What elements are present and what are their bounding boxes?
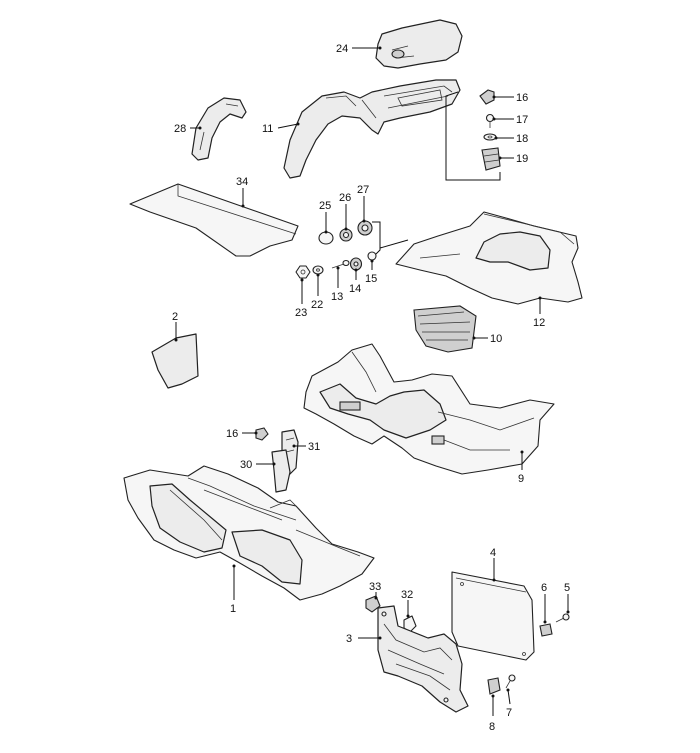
callout-19: 19 — [516, 153, 528, 165]
part-13-screw — [331, 259, 350, 269]
group-bracket-27-15 — [372, 221, 381, 255]
callout-18: 18 — [516, 133, 528, 145]
callout-10: 10 — [490, 333, 502, 345]
callout-27: 27 — [357, 184, 369, 196]
callout-8: 8 — [489, 721, 495, 733]
callout-34: 34 — [236, 176, 248, 188]
part-16-clip-top — [479, 89, 495, 105]
part-5-screw — [555, 613, 570, 623]
part-16-clip-lower — [255, 427, 269, 441]
callout-26: 26 — [339, 192, 351, 204]
callout-15: 15 — [365, 273, 377, 285]
part-25-cap — [318, 231, 334, 245]
callout-14: 14 — [349, 283, 361, 295]
callout-7: 7 — [506, 707, 512, 719]
leader-15-to-12 — [379, 239, 409, 249]
callout-32: 32 — [401, 589, 413, 601]
callout-30: 30 — [240, 459, 252, 471]
part-26-grommet — [339, 228, 353, 242]
part-7-screw — [505, 674, 516, 689]
part-22-washer — [312, 265, 324, 275]
callout-4: 4 — [490, 547, 496, 559]
callout-1: 1 — [230, 603, 236, 615]
callout-33: 33 — [369, 581, 381, 593]
callout-28: 28 — [174, 123, 186, 135]
part-8-clamp — [487, 677, 501, 695]
callout-22: 22 — [311, 299, 323, 311]
callout-16-top: 16 — [516, 92, 528, 104]
callout-13: 13 — [331, 291, 343, 303]
callout-17: 17 — [516, 114, 528, 126]
callout-24: 24 — [336, 43, 348, 55]
part-24-trim-panel — [375, 19, 463, 69]
part-3-mounting-bracket — [377, 605, 469, 713]
callout-12: 12 — [533, 317, 545, 329]
part-18-washer — [483, 133, 497, 141]
part-14-grommet — [349, 257, 363, 271]
callout-23: 23 — [295, 307, 307, 319]
part-12-rear-floor-covering — [395, 211, 583, 305]
part-19-grommet — [481, 147, 501, 171]
callout-9: 9 — [518, 473, 524, 485]
part-23-nut — [295, 265, 311, 279]
callout-layer: 24 16 17 18 19 28 11 34 25 26 27 23 — [172, 43, 570, 733]
part-10-insulation-pad — [413, 305, 477, 353]
part-17-screw — [485, 113, 495, 128]
callout-6: 6 — [541, 582, 547, 594]
part-32-clip — [403, 615, 417, 633]
part-9-front-floor-covering — [303, 343, 555, 475]
part-28-wheel-arch-cover — [191, 97, 247, 161]
part-30-bracket — [271, 449, 291, 493]
part-27-grommet — [357, 220, 373, 236]
part-11-wheel-housing-liner — [283, 79, 461, 179]
callout-5: 5 — [564, 582, 570, 594]
part-15-clip — [367, 251, 377, 261]
part-1-main-floor-covering — [123, 465, 375, 601]
callout-31: 31 — [308, 441, 320, 453]
part-34-rear-shelf — [129, 183, 299, 257]
part-4-panel-plate — [451, 571, 535, 661]
callout-11: 11 — [262, 123, 273, 135]
callout-2: 2 — [172, 311, 178, 323]
part-6-grommet — [539, 623, 553, 637]
group-bracket-16-19 — [445, 91, 501, 181]
part-2-side-panel — [151, 333, 199, 389]
part-33-bushing — [365, 595, 381, 613]
callout-3: 3 — [346, 633, 352, 645]
callout-16-lower: 16 — [226, 428, 238, 440]
callout-25: 25 — [319, 200, 331, 212]
